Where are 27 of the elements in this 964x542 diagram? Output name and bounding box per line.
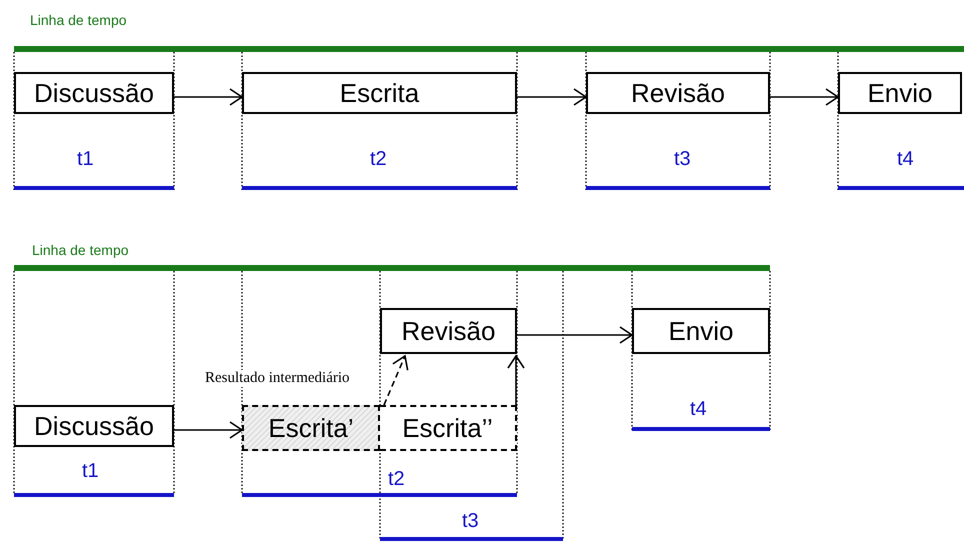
arrow [517, 326, 633, 344]
duration-label: t3 [462, 510, 479, 533]
duration-label: t4 [690, 398, 707, 421]
duration-label: t4 [897, 148, 914, 171]
edge-label: Resultado intermediário [205, 370, 350, 387]
arrow [517, 88, 587, 106]
process-box: Discussão [14, 72, 174, 114]
timeline-title: Linha de tempo [32, 242, 129, 258]
arrow [174, 421, 243, 439]
arrow [383, 355, 408, 406]
process-box: Discussão [14, 405, 174, 447]
process-box: Escrita’ [242, 405, 380, 451]
process-box: Revisão [586, 72, 770, 114]
process-box: Envio [632, 308, 770, 354]
timeline-title: Linha de tempo [30, 12, 127, 28]
duration-label: t2 [388, 468, 405, 491]
arrow [507, 355, 525, 405]
duration-label: t3 [674, 148, 691, 171]
arrow [174, 88, 243, 106]
process-box: Escrita’’ [380, 405, 517, 451]
duration-label: t1 [77, 148, 94, 171]
process-box: Envio [838, 72, 962, 114]
duration-label: t2 [370, 148, 387, 171]
process-box: Escrita [242, 72, 517, 114]
process-box: Revisão [380, 308, 517, 354]
duration-label: t1 [82, 460, 99, 483]
arrow [770, 88, 839, 106]
